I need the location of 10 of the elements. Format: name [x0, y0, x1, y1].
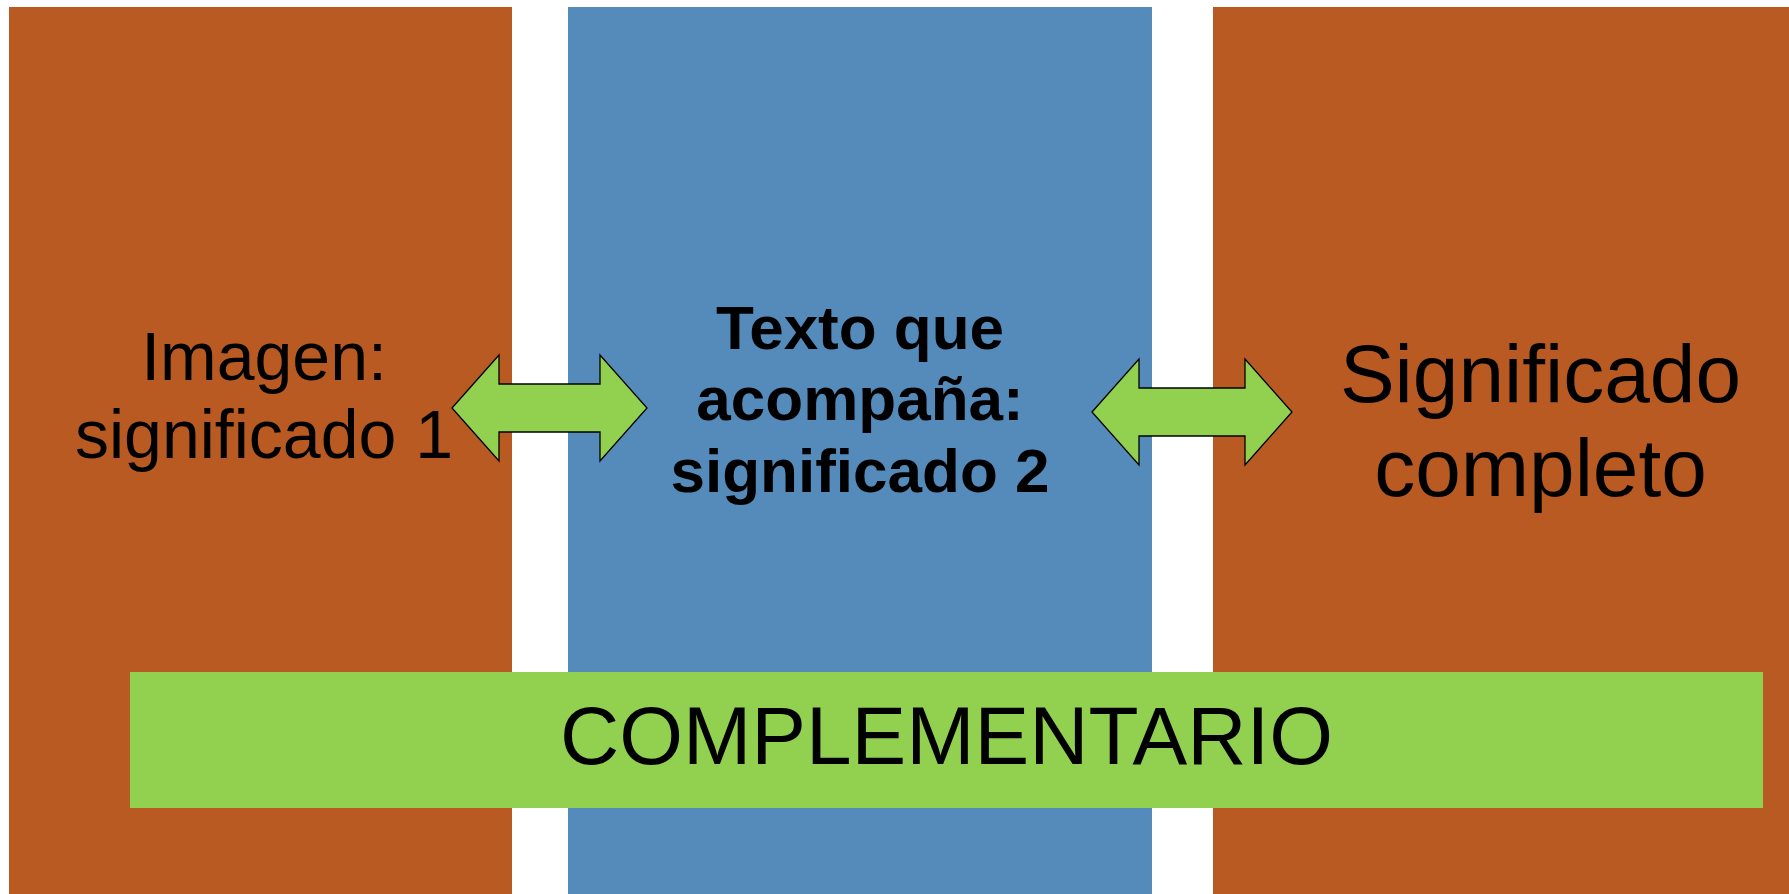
panel [9, 7, 512, 672]
banner-label: COMPLEMENTARIO [559, 689, 1334, 783]
banner [130, 672, 1763, 808]
panel [568, 7, 1152, 672]
panel-label: Imagen: significado 1 [74, 317, 454, 474]
panel-label: Significado completo [1338, 327, 1743, 516]
panel [1213, 7, 1789, 672]
block-arrow [1091, 357, 1293, 467]
block-arrow [451, 353, 648, 463]
panel-label: Texto que acompaña: significado 2 [669, 292, 1051, 506]
